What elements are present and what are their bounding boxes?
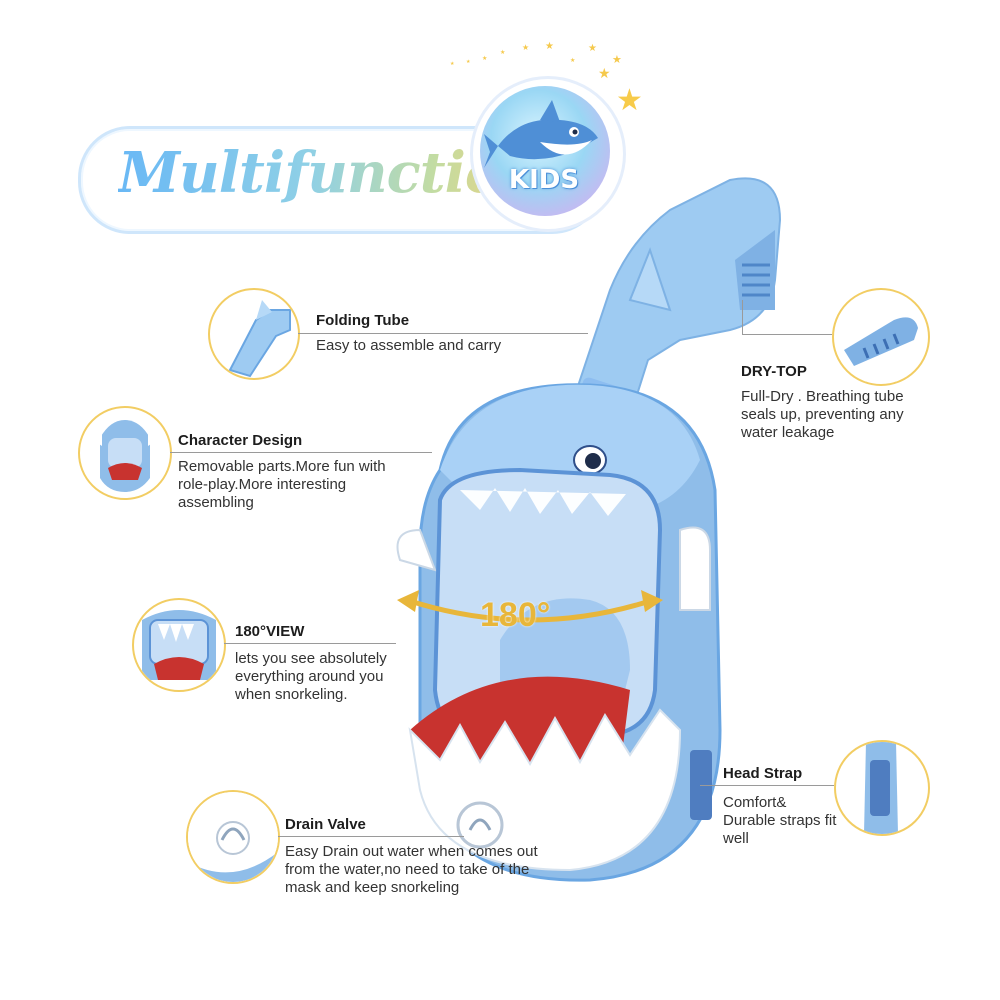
head-strap-thumbnail xyxy=(834,740,930,836)
star-icon: ★ xyxy=(450,61,455,67)
star-icon: ★ xyxy=(522,43,530,52)
drain-valve-thumbnail xyxy=(186,790,280,884)
kids-badge-text: KIDS xyxy=(508,165,580,195)
star-icon: ★ xyxy=(598,65,611,81)
character-design-thumbnail xyxy=(78,406,172,500)
star-icon: ★ xyxy=(612,54,622,66)
mask-lens-icon xyxy=(142,610,216,680)
head-strap-title: Head Strap xyxy=(723,765,803,782)
star-icon: ★ xyxy=(616,84,643,117)
drain-valve-desc: Easy Drain out water when comes out from… xyxy=(285,843,538,896)
star-icon: ★ xyxy=(482,56,488,62)
view-angle-label: 180° xyxy=(480,596,551,634)
snorkel-mask-illustration xyxy=(396,177,782,882)
dry-top-title: DRY-TOP xyxy=(741,363,807,380)
dry-top-desc: Full-Dry . Breathing tube seals up, prev… xyxy=(741,388,904,441)
folding-tube-thumbnail xyxy=(208,288,300,380)
shark-logo-icon xyxy=(484,100,598,168)
view-180-title: 180°VIEW xyxy=(235,623,305,640)
dry-top-leader-vertical xyxy=(742,300,743,334)
star-icon: ★ xyxy=(500,50,506,56)
folding-tube-leader xyxy=(298,333,588,334)
character-design-leader xyxy=(170,452,432,453)
drain-valve-icon xyxy=(188,792,278,882)
star-icon: ★ xyxy=(466,59,471,65)
folding-tube-title: Folding Tube xyxy=(316,312,410,329)
drain-valve-title: Drain Valve xyxy=(285,816,366,833)
head-strap-leader xyxy=(700,785,834,786)
head-strap-icon xyxy=(864,742,898,834)
character-design-desc: Removable parts.More fun with role-play.… xyxy=(178,458,386,511)
star-icon: ★ xyxy=(545,41,554,52)
star-icon: ★ xyxy=(588,43,597,54)
view-180-desc: lets you see absolutely everything aroun… xyxy=(235,650,387,703)
folding-tube-icon xyxy=(228,300,291,378)
star-icon: ★ xyxy=(570,58,576,64)
view-180-leader xyxy=(224,643,396,644)
dry-top-leader xyxy=(742,334,832,335)
dry-top-thumbnail xyxy=(832,288,930,386)
dry-top-valve-icon xyxy=(844,317,918,366)
kids-badge-inner xyxy=(480,86,610,216)
character-design-title: Character Design xyxy=(178,432,303,449)
head-strap-desc: Comfort& Durable straps fit well xyxy=(723,794,837,847)
folding-tube-desc: Easy to assemble and carry xyxy=(316,337,502,354)
view-angle-arrow xyxy=(397,590,663,623)
shark-mask-front-icon xyxy=(90,420,160,492)
drain-valve-leader xyxy=(278,836,464,837)
view-180-thumbnail xyxy=(132,598,226,692)
